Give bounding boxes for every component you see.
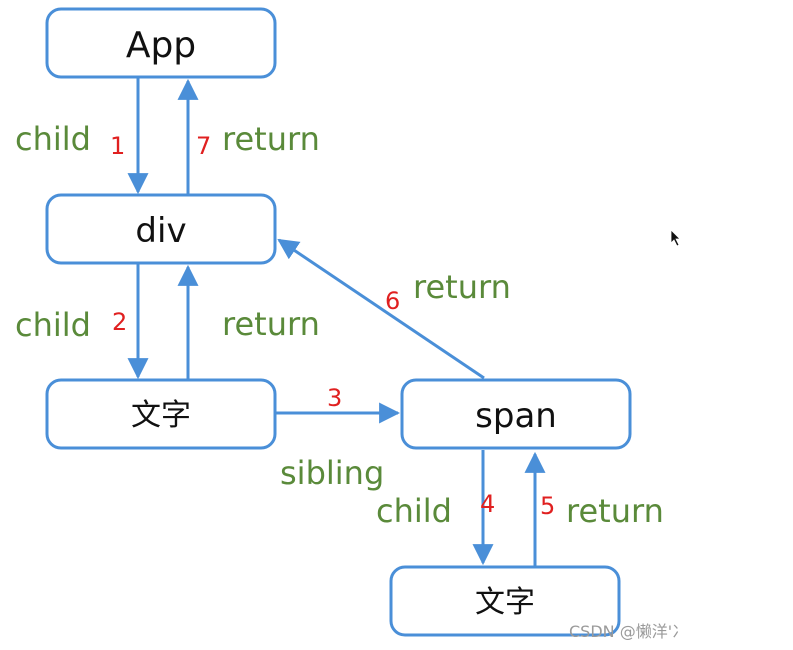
node-app-label: App	[126, 25, 196, 66]
step-number-3: 3	[327, 384, 342, 412]
node-text-2-label: 文字	[475, 585, 535, 620]
step-number-6: 6	[385, 287, 400, 315]
edge-label-return-5: return	[566, 492, 664, 530]
node-app: App	[45, 7, 277, 79]
edge-label-return-7: return	[222, 120, 320, 158]
step-number-5: 5	[540, 492, 555, 520]
node-span-label: span	[475, 396, 557, 436]
step-number-7: 7	[196, 132, 211, 160]
step-number-1: 1	[110, 132, 125, 160]
mouse-cursor-icon	[670, 229, 681, 247]
arrow-span-to-div	[277, 238, 485, 380]
watermark-text: CSDN @懒洋'冫	[569, 622, 688, 641]
edge-label-sibling-3: sibling	[280, 454, 384, 492]
node-span: span	[400, 378, 632, 450]
node-text-2: 文字	[389, 565, 621, 637]
node-div: div	[45, 193, 277, 265]
edge-label-return-text1: return	[222, 305, 320, 343]
edge-label-return-6: return	[413, 268, 511, 306]
edge-label-child-1: child	[15, 120, 91, 158]
node-text-1-label: 文字	[131, 398, 191, 433]
node-text-1: 文字	[45, 378, 277, 450]
step-number-2: 2	[112, 308, 127, 336]
step-number-4: 4	[480, 490, 495, 518]
edge-label-child-2: child	[15, 306, 91, 344]
node-div-label: div	[135, 211, 186, 251]
edge-label-child-4: child	[376, 492, 452, 530]
